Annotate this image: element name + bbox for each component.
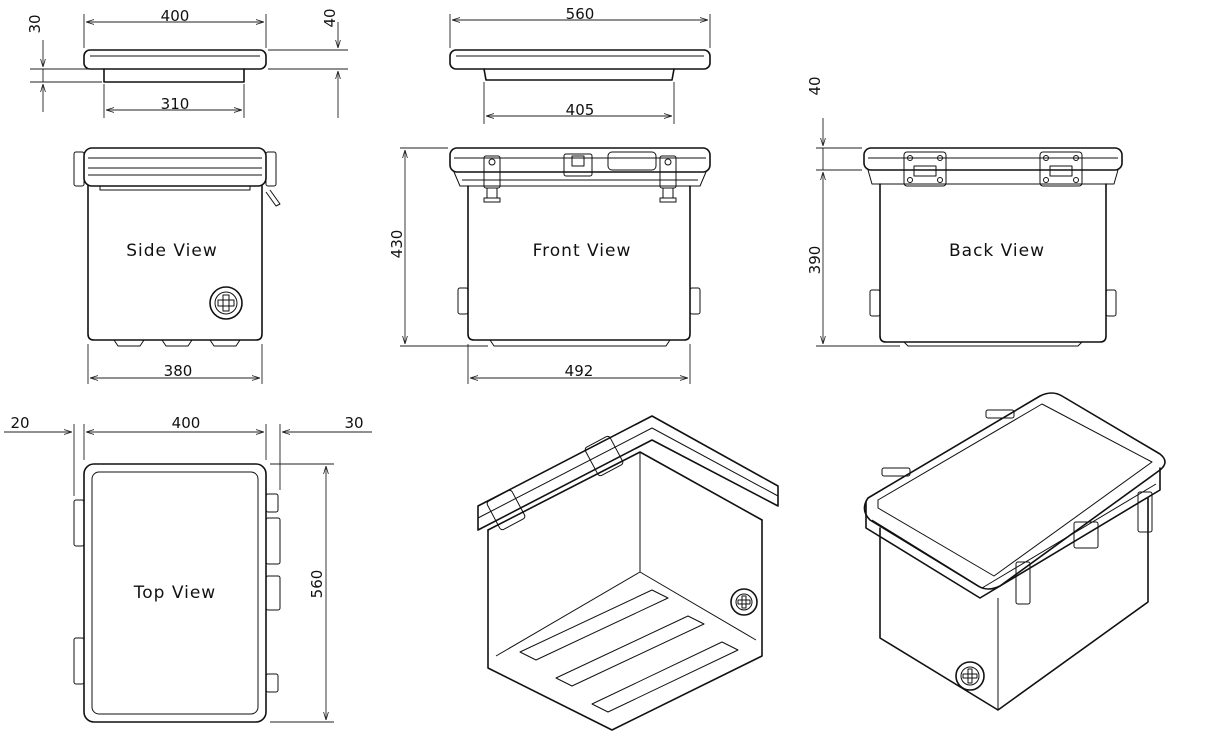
dim-lid-thickness: 40 [321, 8, 339, 27]
dim-side-body-width: 380 [164, 362, 193, 380]
side-view-label: Side View [126, 241, 218, 261]
dim-top-left-offset: 20 [10, 414, 29, 432]
iso-top-view [863, 392, 1166, 711]
iso-bottom-view [477, 415, 779, 731]
dim-lid-width: 400 [161, 7, 190, 25]
dim-lid-height: 30 [26, 14, 44, 33]
back-view: Back View 40 390 [806, 76, 1123, 347]
lid-side-view: 400 310 30 40 [26, 7, 348, 118]
front-view-label: Front View [533, 241, 632, 261]
iso-valve-icon [730, 588, 758, 616]
hinge-right-icon [1039, 151, 1083, 187]
back-view-label: Back View [949, 241, 1045, 261]
dim-lid-inner: 310 [161, 95, 190, 113]
dim-top-right-offset: 30 [344, 414, 363, 432]
side-view: Side View 380 [73, 147, 281, 384]
top-view: Top View 20 400 30 560 [4, 414, 372, 723]
handle-icon [607, 151, 657, 171]
dim-front-body-width: 492 [565, 362, 594, 380]
valve-icon [209, 286, 243, 320]
dim-top-length: 560 [308, 570, 326, 599]
dim-back-lid-height: 40 [806, 76, 824, 95]
iso-top-valve-icon [955, 661, 985, 691]
dim-top-width: 400 [172, 414, 201, 432]
dim-lid-front-inner: 405 [566, 101, 595, 119]
dim-back-body-height: 390 [806, 246, 824, 275]
front-view: Front View 430 492 [388, 147, 711, 384]
hinge-left-icon [903, 151, 947, 187]
lock-icon [563, 153, 593, 177]
lid-front-view: 560 405 [449, 5, 711, 124]
latch-left-icon [483, 155, 501, 203]
top-view-label: Top View [133, 583, 216, 603]
latch-right-icon [659, 155, 677, 203]
dim-front-height: 430 [388, 230, 406, 259]
dim-lid-front-width: 560 [566, 5, 595, 23]
